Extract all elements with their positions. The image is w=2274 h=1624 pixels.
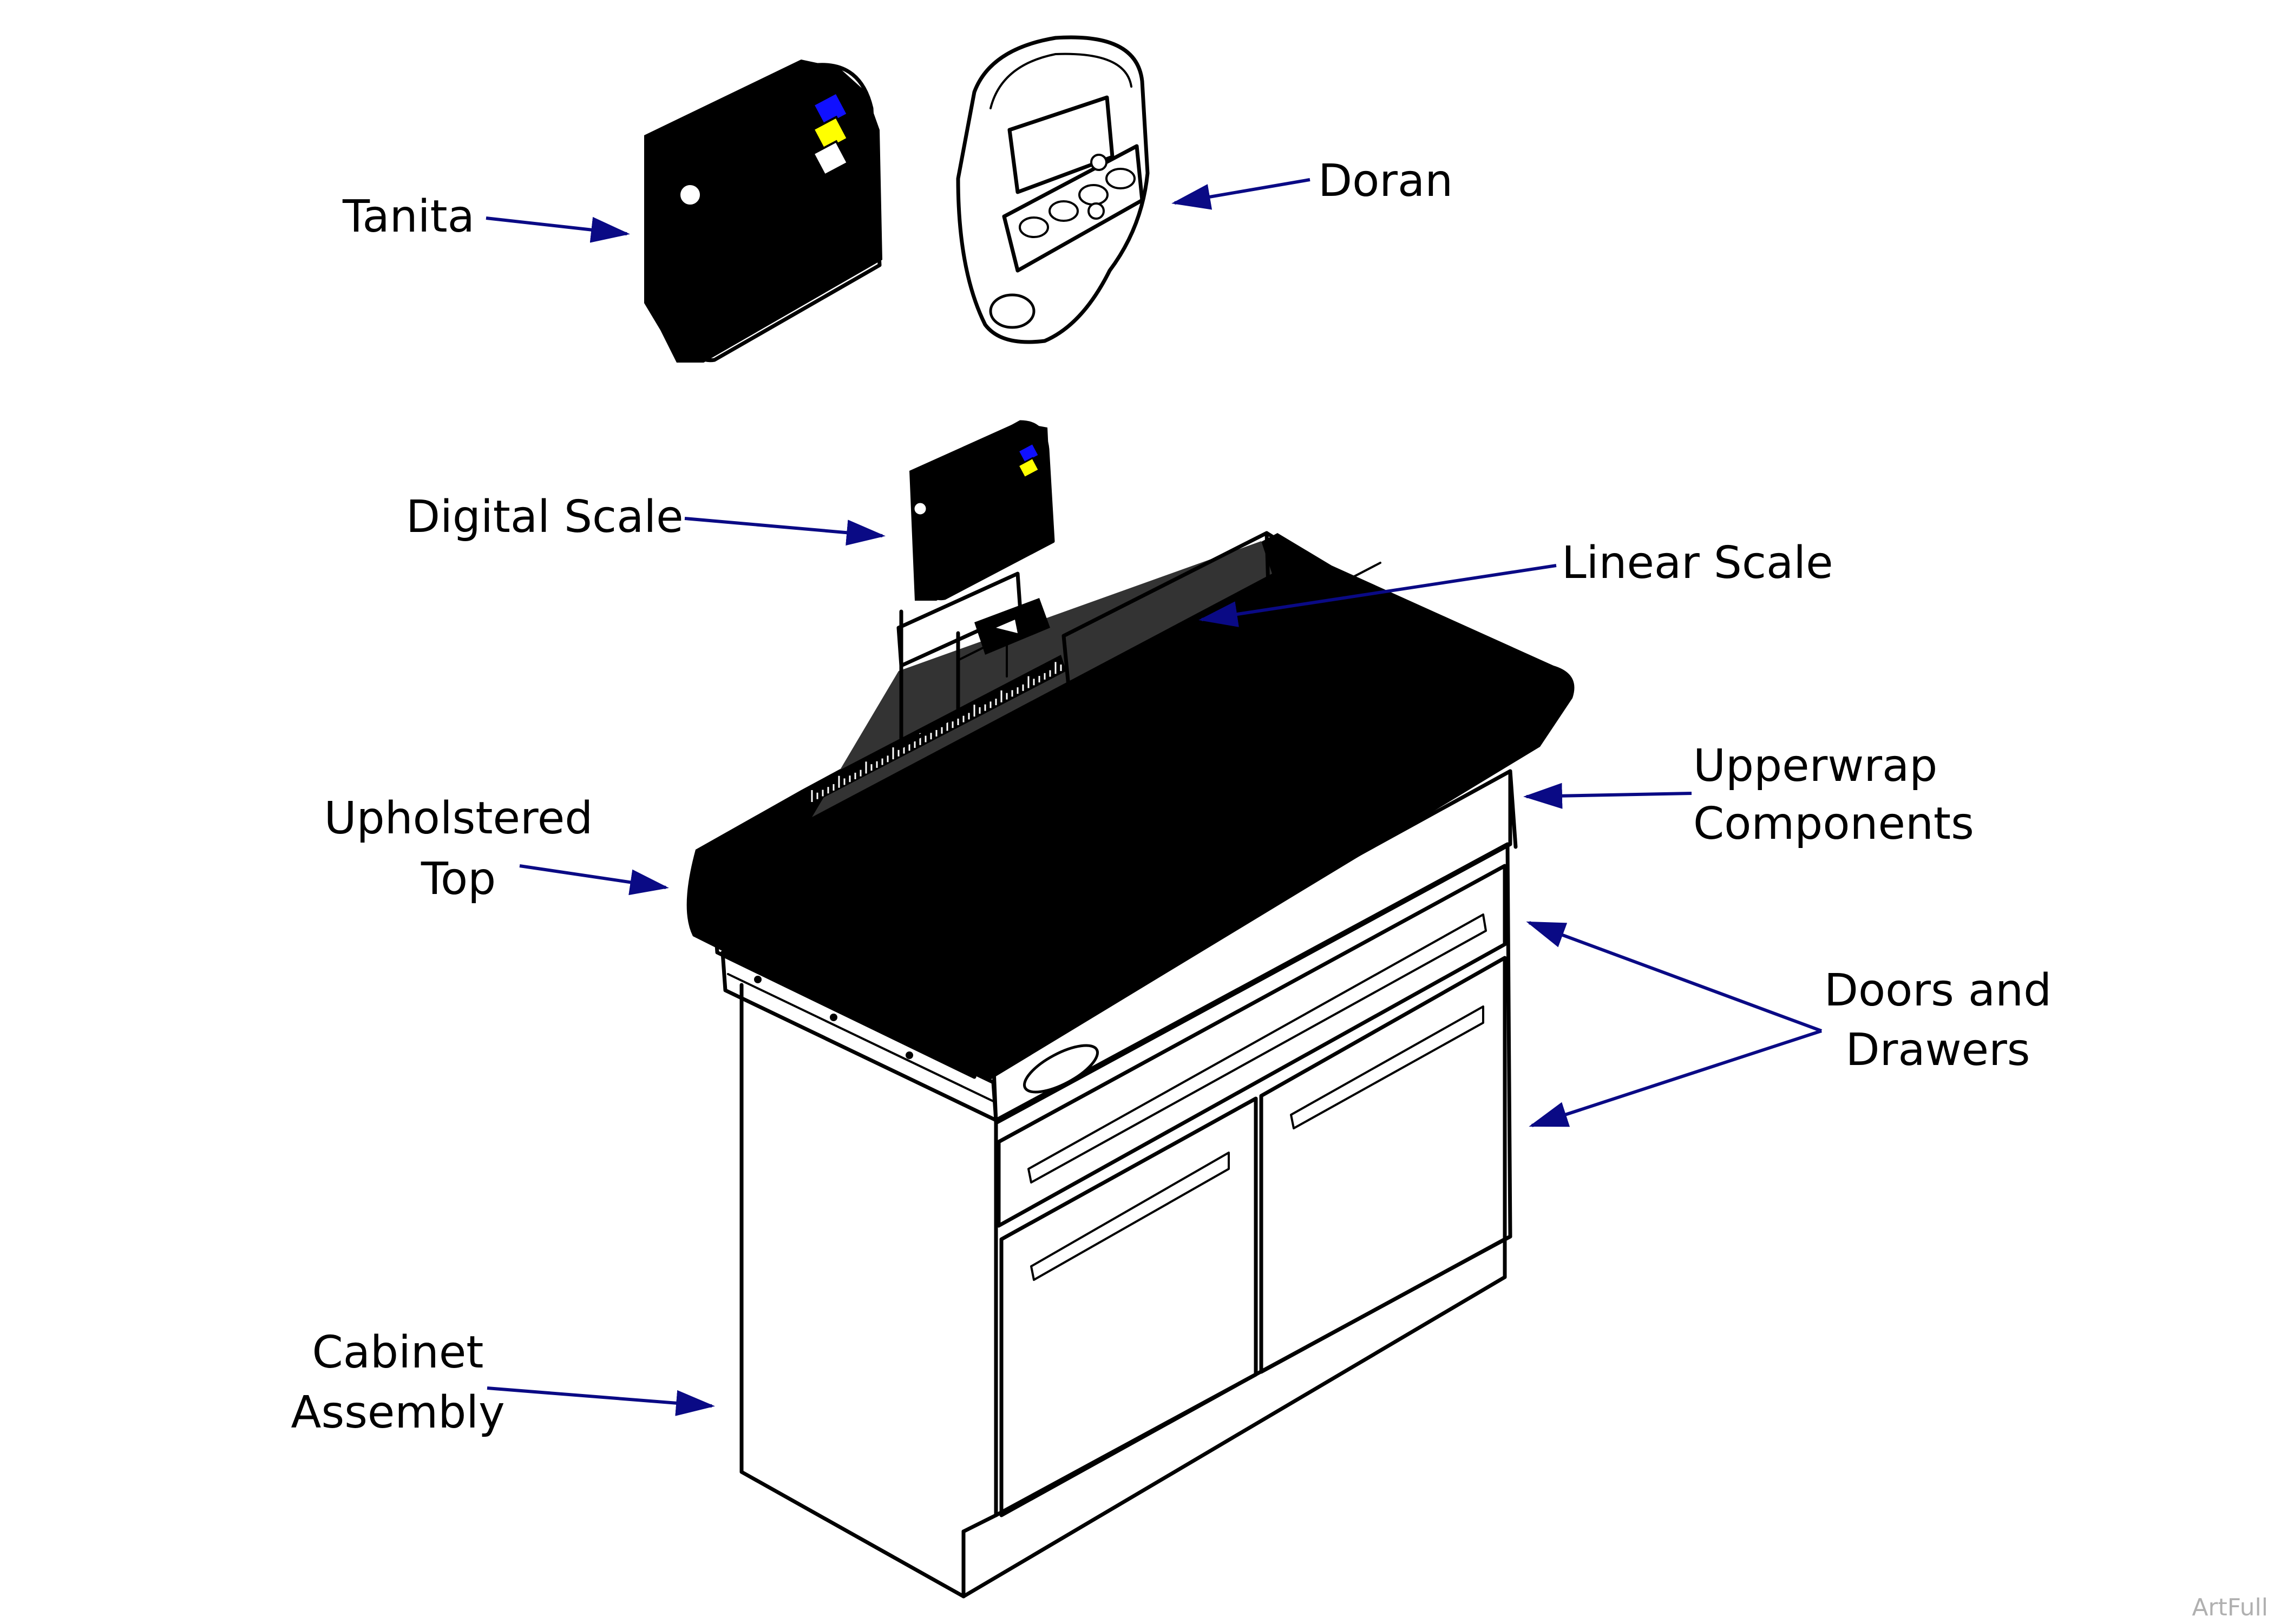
leader-tanita (486, 216, 630, 243)
leader-doors-upper (1526, 921, 1823, 1033)
leader-linear-scale (1198, 564, 1557, 627)
label-cabinet-line2: Assembly (291, 1387, 504, 1438)
label-upperwrap-line1: Upperwrap (1693, 740, 1937, 792)
leader-doran (1171, 178, 1310, 210)
upholstered-top-illustration (686, 531, 1575, 1122)
label-upperwrap-line2: Components (1693, 798, 1974, 850)
label-upholstered-line1: Upholstered (324, 793, 593, 844)
leader-lines (486, 178, 1823, 1416)
leader-digital-scale (684, 517, 886, 546)
callout-labels: Tanita Doran Digital Scale Linear Scale … (291, 155, 2268, 1621)
tanita-scale-display-illustration (644, 60, 882, 363)
digital-scale-illustration (896, 420, 1055, 749)
leader-doors-lower (1529, 1029, 1822, 1127)
leader-cabinet (487, 1386, 715, 1416)
label-upholstered-line2: Top (421, 853, 496, 905)
label-linear-scale: Linear Scale (1562, 537, 1833, 589)
label-doran: Doran (1318, 155, 1453, 207)
label-digital-scale: Digital Scale (406, 491, 684, 543)
label-cabinet-line1: Cabinet (312, 1327, 484, 1378)
label-doors-line2: Drawers (1845, 1024, 2030, 1076)
label-tanita: Tanita (342, 191, 475, 242)
watermark: ArtFull (2192, 1594, 2268, 1621)
leader-upholstered-top (519, 864, 669, 896)
doran-scale-display-illustration (956, 35, 1150, 344)
label-doors-line1: Doors and (1824, 965, 2052, 1016)
leader-upperwrap (1523, 783, 1692, 809)
